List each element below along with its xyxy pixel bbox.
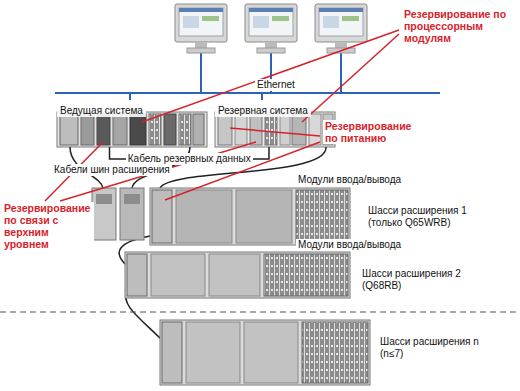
cable-label: Кабели шин расширения xyxy=(52,164,172,176)
rack-system: Резервная система xyxy=(215,100,335,147)
network-label: Ethernet xyxy=(255,79,297,91)
redundancy-callout: Резервирование по процессорным модулям xyxy=(402,8,516,44)
dashed-separator xyxy=(0,312,520,313)
pc-monitor xyxy=(245,4,297,53)
rack-system: Ведущая система xyxy=(57,100,207,147)
pc-monitor xyxy=(315,4,367,53)
module-label: Модули ввода/вывода xyxy=(296,239,403,251)
redundancy-callout: Резервирование по питанию xyxy=(323,120,422,144)
module-label: Модули ввода/вывода xyxy=(296,174,403,186)
ethernet-line xyxy=(55,53,440,100)
system-heading: Ведущая система xyxy=(57,105,146,117)
pc-monitor xyxy=(175,4,227,53)
extension-chassis xyxy=(160,320,370,385)
chassis-label: Шасси расширения 1 (только Q65WRB) xyxy=(366,205,480,229)
redundancy-callout: Резервирование по связи с верхним уровне… xyxy=(2,202,94,250)
chassis-label: Шасси расширения n (n≤7) xyxy=(378,336,492,360)
extension-chassis xyxy=(125,252,350,298)
cable-unit xyxy=(92,188,144,240)
cable-label: Кабель резервных данных xyxy=(126,153,253,165)
main-rack xyxy=(57,112,207,147)
system-heading: Резервная система xyxy=(215,105,311,117)
chassis-label: Шасси расширения 2 (Q68RB) xyxy=(360,268,474,292)
extension-chassis xyxy=(150,188,350,245)
standby-rack xyxy=(215,112,335,147)
